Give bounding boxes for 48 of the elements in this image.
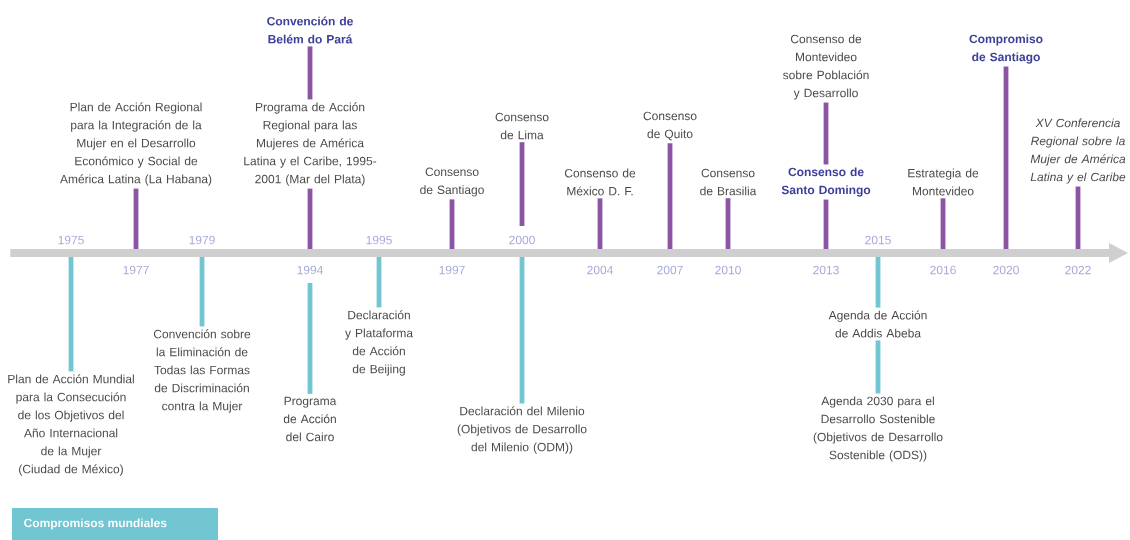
year-label: 1994 (297, 265, 323, 275)
event-label: Consenso de México D. F. (564, 168, 636, 196)
event-label: Convención sobre la Eliminación de Todas las Formas de Discriminación contra la Mujer (153, 329, 251, 413)
event-label: XV Conferencia Regional sobre la Mujer de América Latina y el Caribe (1030, 118, 1126, 184)
year-label: 2015 (865, 235, 891, 245)
timeline-stem (68, 257, 74, 372)
timeline-stem (519, 142, 525, 226)
event-label: Consenso de Brasilia (700, 168, 757, 196)
legend-label: Compromisos mundiales (24, 518, 167, 530)
event-label: Programa de Acción Regional para las Mujeres de América Latina y el Caribe, 1995-2001 (Mar del Plata) (244, 102, 377, 186)
year-label: 1995 (366, 235, 392, 245)
event-label: Declaración y Plataforma de Acción de Beijing (345, 310, 413, 376)
timeline-stem (519, 257, 525, 404)
event-heading: Compromiso de Santiago (969, 34, 1043, 64)
timeline-stem (307, 283, 313, 394)
timeline-stem (823, 199, 829, 249)
timeline-stem (1075, 186, 1081, 249)
year-label: 1979 (189, 235, 215, 245)
timeline-stem (725, 198, 731, 249)
timeline-stem (307, 188, 313, 249)
timeline-stem (199, 257, 205, 327)
event-label: Programa de Acción del Cairo (283, 396, 337, 442)
timeline-stem (376, 257, 382, 308)
event-label: Consenso de Montevideo sobre Población y Desarrollo (783, 34, 869, 100)
event-heading: Convención de Belém do Pará (267, 16, 353, 44)
event-label: Agenda de Acción de Addis Abeba (828, 310, 927, 338)
event-label: Consenso de Quito (643, 111, 697, 141)
event-label: Estrategia de Montevideo (908, 168, 979, 196)
event-label: Agenda 2030 para el Desarrollo Sostenible (Objetivos de Desarrollo Sostenible (ODS)) (813, 396, 943, 462)
timeline-stem (875, 340, 881, 394)
timeline-arrow (10, 243, 1128, 263)
timeline-stem (133, 188, 139, 249)
year-label: 2000 (509, 235, 535, 245)
year-label: 1975 (58, 235, 84, 245)
event-label: Plan de Acción Mundial para la Consecución de los Objetivos del Año Internacional de la Mujer (Ciudad de México) (8, 374, 134, 476)
timeline-stem (667, 143, 673, 249)
event-heading: Consenso de Santo Domingo (781, 167, 871, 197)
timeline-stem (1003, 66, 1009, 249)
event-label: Plan de Acción Regional para la Integración de la Mujer en el Desarrollo Económico y Social de América Latina (La Habana) (60, 102, 212, 186)
timeline-stem (940, 198, 946, 249)
event-label: Declaración del Milenio (Objetivos de Desarrollo del Milenio (ODM)) (457, 406, 587, 454)
event-label: Consenso de Santiago (420, 167, 484, 197)
timeline-stem (449, 199, 455, 249)
timeline-stem (597, 198, 603, 249)
timeline-stem (823, 102, 829, 165)
timeline-stem (875, 257, 881, 308)
timeline-stem (307, 46, 313, 100)
event-label: Consenso de Lima (495, 112, 549, 140)
